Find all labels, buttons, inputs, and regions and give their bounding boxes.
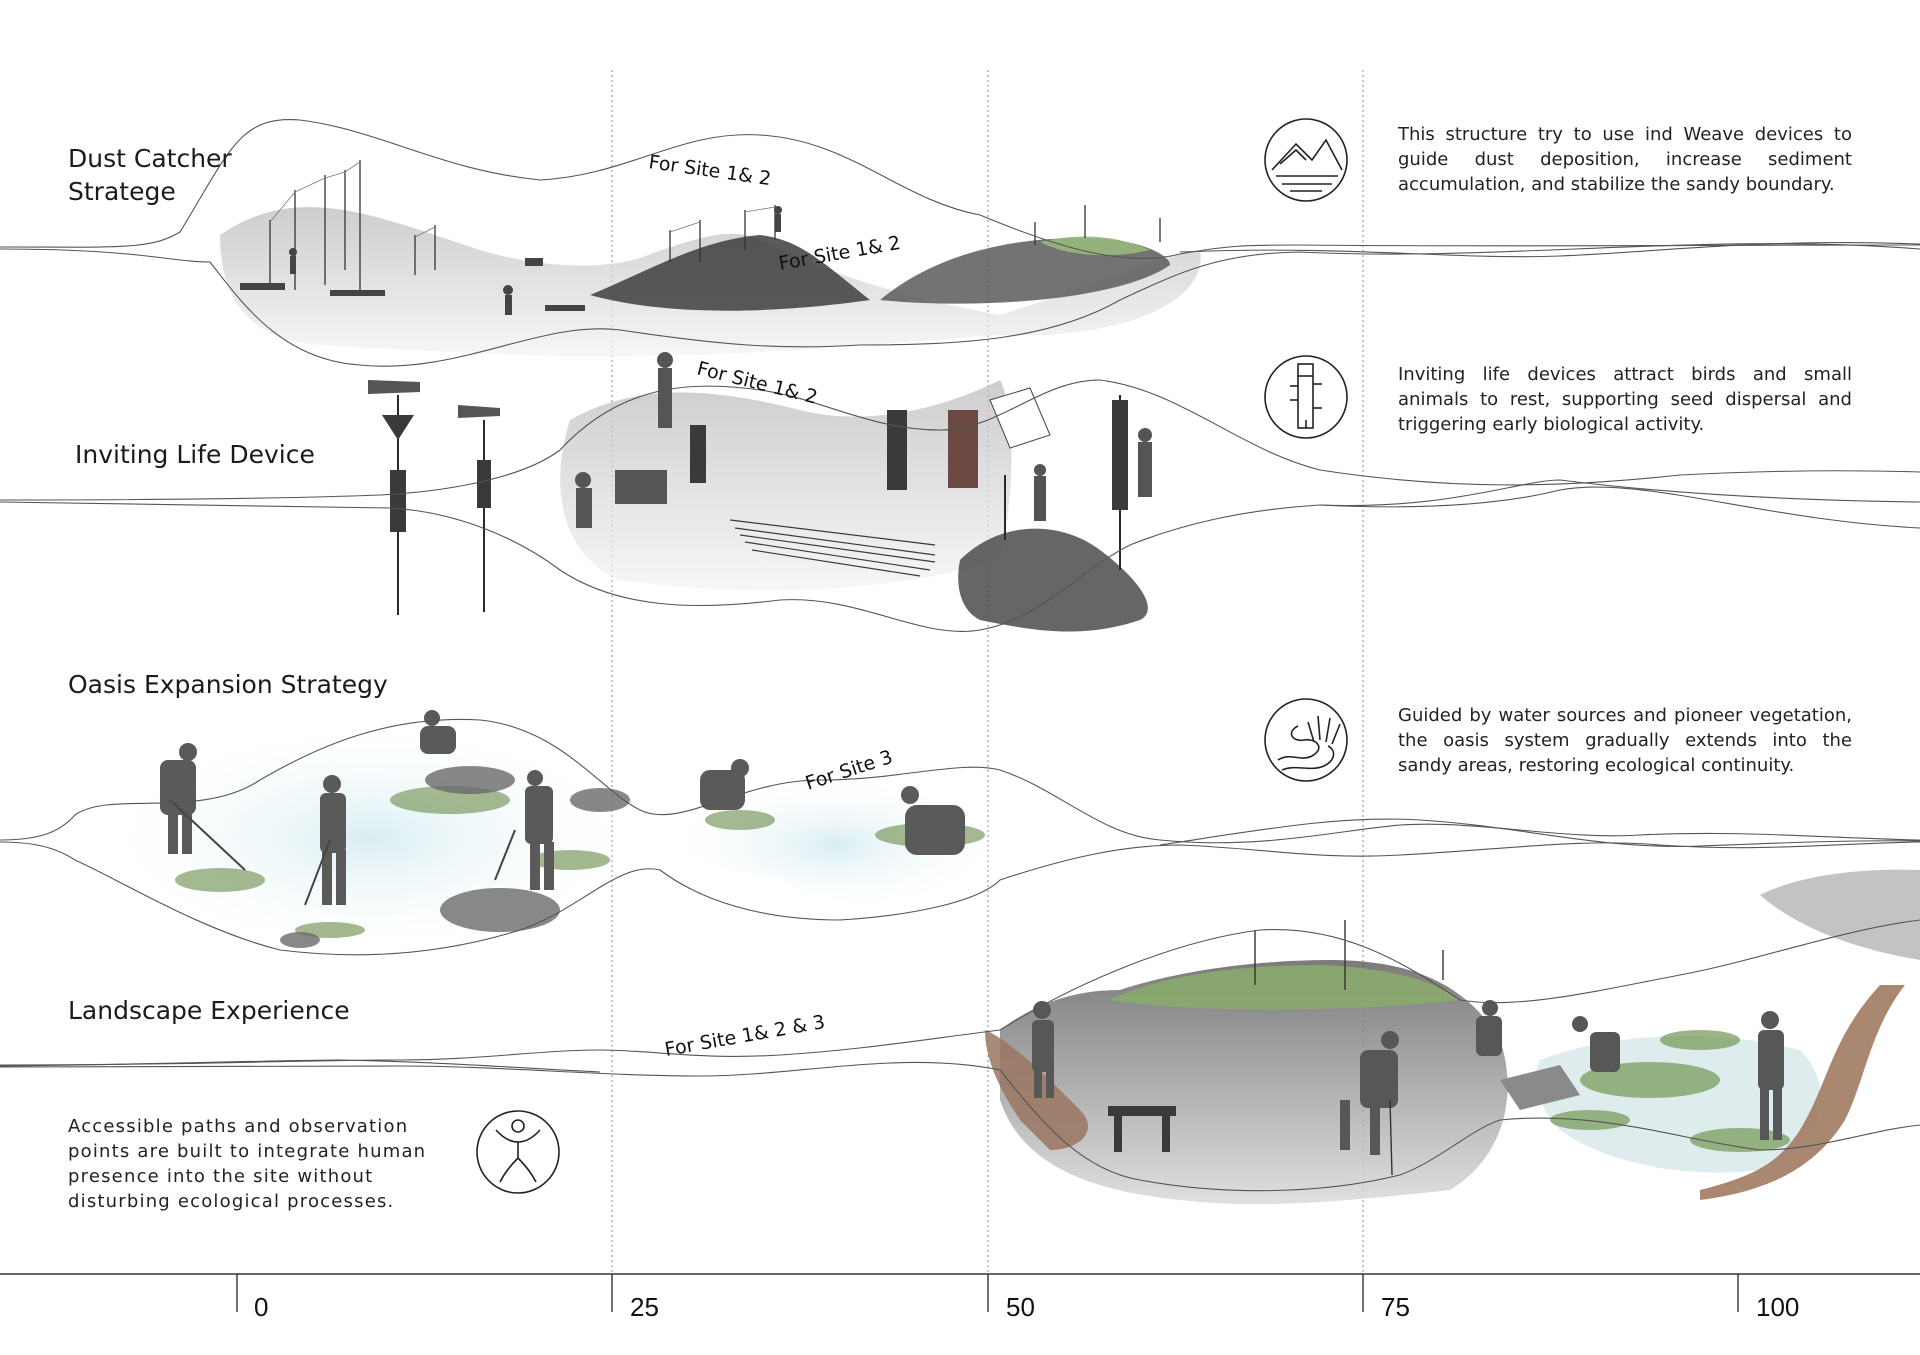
dust-catcher-flow-lines [0,118,1920,367]
inviting-life-title: Inviting Life Device [75,440,315,469]
timeline-tick-25: 25 [630,1292,659,1322]
timeline-tick-100: 100 [1756,1292,1800,1322]
dust-catcher-title: Dust Catcher Stratege [68,144,232,206]
river-grass-icon [1264,698,1348,782]
human-figure-icon [476,1110,560,1194]
landscape-experience-description: Accessible paths and observation points … [68,1116,427,1212]
inviting-life-illustration [368,352,1152,632]
oasis-expansion-description: Guided by water sources and pioneer vege… [1398,705,1852,776]
inviting-life-flow-lines [0,379,1920,632]
timeline-axis [0,1273,1920,1312]
timeline-tick-75: 75 [1381,1292,1410,1322]
inviting-life-description: Inviting life devices attract birds and … [1398,364,1852,435]
mountain-dust-icon [1264,118,1348,202]
landscape-experience-title: Landscape Experience [68,996,350,1025]
pole-device-icon [1264,355,1348,439]
oasis-expansion-title: Oasis Expansion Strategy [68,670,388,699]
timeline-tick-0: 0 [254,1292,269,1322]
site-label: For Site 1& 2 [647,151,772,190]
site-label: For Site 1& 2 [777,232,902,275]
dust-catcher-description: This structure try to use ind Weave devi… [1398,124,1852,195]
timeline-tick-50: 50 [1006,1292,1035,1322]
landscape-illustration [985,869,1920,1205]
landscape-flow-lines [0,919,1920,1192]
oasis-illustration [90,710,1010,958]
oasis-flow-lines [0,718,1920,956]
dust-catcher-illustration [220,160,1201,357]
